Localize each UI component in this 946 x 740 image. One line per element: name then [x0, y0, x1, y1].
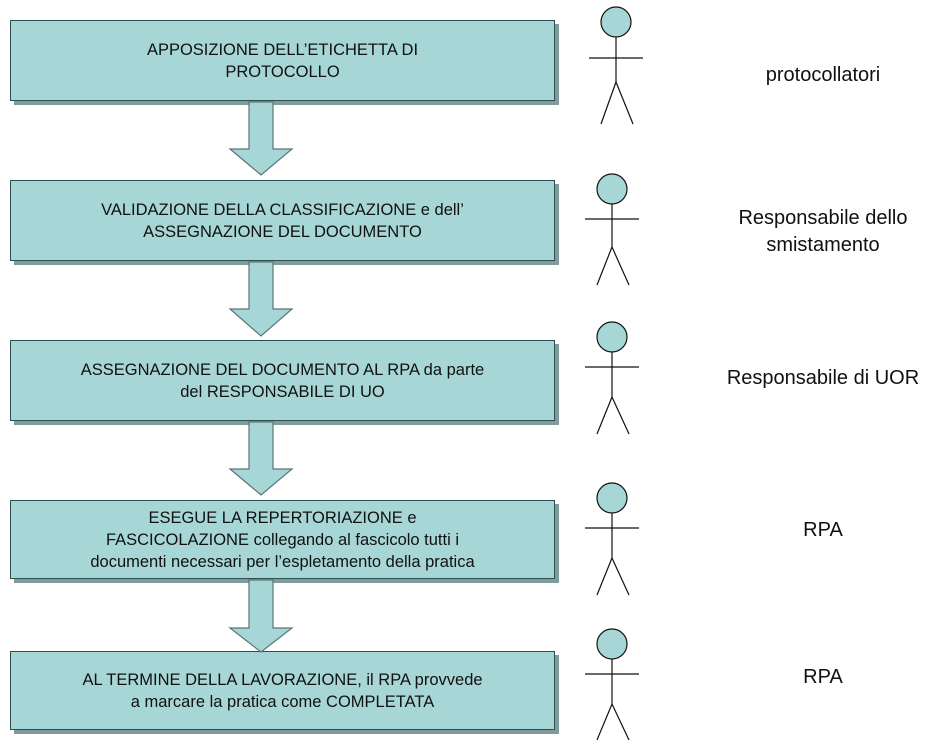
role-2-line-2: smistamento [766, 234, 880, 256]
stick-figure-icon-4 [585, 482, 639, 596]
role-2-line-1: Responsabile dello [738, 207, 908, 229]
step-box-2: VALIDAZIONE DELLA CLASSIFICAZIONE e dell… [10, 180, 555, 261]
step-box-5: AL TERMINE DELLA LAVORAZIONE, il RPA pro… [10, 651, 555, 730]
step-box-4: ESEGUE LA REPERTORIAZIONE e FASCICOLAZION… [10, 500, 555, 579]
role-5-line-1: RPA [803, 666, 843, 688]
step-3-line-1: ASSEGNAZIONE DEL DOCUMENTO AL RPA da par… [80, 360, 485, 379]
stick-figure-icon-2 [585, 173, 639, 286]
step-1-line-1: APPOSIZIONE DELL’ETICHETTA DI [146, 40, 419, 59]
down-arrow-4 [228, 579, 294, 653]
step-1-line-2: PROTOCOLLO [225, 62, 340, 81]
step-2-line-1: VALIDAZIONE DELLA CLASSIFICAZIONE e dell… [101, 200, 464, 219]
stick-figure-icon-1 [589, 6, 643, 125]
role-3-line-1: Responsabile di UOR [726, 367, 920, 389]
step-4-line-1: ESEGUE LA REPERTORIAZIONE e [148, 508, 417, 527]
role-label-5: RPA [700, 664, 946, 691]
step-5-line-1: AL TERMINE DELLA LAVORAZIONE, il RPA pro… [82, 670, 483, 689]
step-box-1: APPOSIZIONE DELL’ETICHETTA DI PROTOCOLLO [10, 20, 555, 101]
step-box-3: ASSEGNAZIONE DEL DOCUMENTO AL RPA da par… [10, 340, 555, 421]
step-3-line-2: del RESPONSABILE DI UO [180, 382, 385, 401]
role-label-4: RPA [700, 517, 946, 544]
role-label-2: Responsabile dello smistamento [700, 205, 946, 259]
role-4-line-1: RPA [803, 519, 843, 541]
role-label-3: Responsabile di UOR [700, 365, 946, 392]
role-1-line-1: protocollatori [765, 64, 881, 86]
role-label-1: protocollatori [700, 62, 946, 89]
step-2-line-2: ASSEGNAZIONE DEL DOCUMENTO [143, 222, 422, 241]
down-arrow-2 [228, 261, 294, 337]
down-arrow-1 [228, 101, 294, 176]
step-4-line-3: documenti necessari per l’espletamento d… [90, 552, 475, 571]
stick-figure-icon-5 [585, 628, 639, 740]
step-5-line-2: a marcare la pratica come COMPLETATA [130, 692, 435, 711]
down-arrow-3 [228, 421, 294, 496]
stick-figure-icon-3 [585, 321, 639, 435]
step-4-line-2: FASCICOLAZIONE collegando al fascicolo t… [105, 530, 460, 549]
